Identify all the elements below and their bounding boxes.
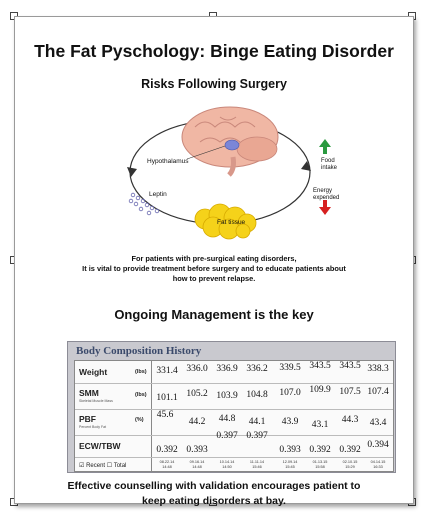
row-sublabel: Skeletal Muscle Mass [79,399,113,403]
fat-tissue-image [194,203,257,240]
legend-recent: Recent [86,463,106,469]
row-label: ECW/TBW [79,441,121,451]
legend-total: Total [113,463,127,469]
value: 0.393 [186,445,208,455]
value: 109.9 [309,385,331,395]
value: 43.9 [281,417,299,427]
management-heading: Ongoing Management is the key [114,307,314,322]
row-unit: (%) [135,417,144,423]
value: 44.2 [188,417,206,427]
value: 0.397 [216,431,238,441]
value: 338.3 [367,364,389,374]
arrow-down-icon [319,200,331,215]
paragraph-line-1: For patients with pre-surgical eating di… [131,254,297,263]
value: 331.4 [156,366,178,376]
paragraph-line-2: It is vital to provide treatment before … [82,264,346,273]
hypothalamus-highlight [224,139,240,151]
value: 44.8 [218,414,236,424]
cycle-arrowhead-top [127,167,137,177]
food-intake-line1: Food [321,158,335,164]
value: 104.8 [246,390,268,400]
value: 339.5 [279,363,301,373]
table-row-ecw-tbw: ECW/TBW 0.392 0.393 0.397 0.397 0.393 0.… [75,431,393,458]
arrow-up-icon [319,139,331,154]
value: 0.394 [367,440,389,450]
table-row-weight: Weight (lbs) 331.4 336.0 336.9 336.2 339… [75,361,393,384]
row-label: Weight [79,367,108,377]
value: 103.9 [216,391,238,401]
row-unit: (lbs) [135,392,147,398]
document-page[interactable]: The Fat Pyschology: Binge Eating Disorde… [14,16,414,507]
value: 107.0 [279,388,301,398]
checkbox-checked-icon: ☑ [79,463,85,469]
body-composition-title: Body Composition History [76,345,202,357]
value: 45.6 [156,410,174,420]
value: 0.397 [246,431,268,441]
value: 343.5 [309,361,331,371]
leptin-label: Leptin [149,191,167,198]
value: 101.1 [156,393,178,403]
section-subtitle: Risks Following Surgery [141,77,287,91]
value: 43.1 [311,420,329,430]
value: 44.1 [248,417,266,427]
table-row-pbf: PBF Percent Body Fat (%) 45.6 44.2 44.8 … [75,409,393,436]
value: 0.392 [156,445,178,455]
food-intake-label: Food intake [321,158,338,171]
page-title: The Fat Pyschology: Binge Eating Disorde… [34,41,394,61]
table-row-smm: SMM Skeletal Muscle Mass (lbs) 101.1 105… [75,383,393,410]
checkbox-empty-icon: ☐ [106,463,113,469]
value: 0.392 [339,445,361,455]
value: 107.5 [339,387,361,397]
row-label: SMM [79,388,99,398]
table-divider [151,361,152,471]
row-label: PBF [79,414,96,424]
value: 107.4 [367,387,389,397]
value: 0.392 [309,445,331,455]
treatment-paragraph: For patients with pre-surgical eating di… [55,254,373,284]
fat-tissue-label: Fat tissue [217,219,246,226]
row-unit: (lbs) [135,369,147,375]
table-legend: ☑ Recent ☐ Total [79,462,126,469]
value: 336.2 [246,364,268,374]
leptin-dots [128,192,160,216]
body-composition-history-panel: Body Composition History Weight (lbs) 33… [67,341,396,473]
footer-text: Effective counselling with validation en… [35,479,393,509]
paragraph-line-3: how to prevent relapse. [172,274,256,283]
value: 0.393 [279,445,301,455]
energy-expended-label: Energy expended [313,188,339,201]
value: 336.0 [186,364,208,374]
value: 43.4 [369,418,387,428]
hypothalamus-label: Hypothalamus [147,158,189,165]
cycle-arrowhead-right [301,161,311,171]
energy-expended-line2: expended [313,195,339,201]
value: 105.2 [186,389,208,399]
brain-image [181,106,279,177]
footer-line-1: Effective counselling with validation en… [67,480,361,492]
row-sublabel: Percent Body Fat [79,425,107,429]
value: 336.9 [216,364,238,374]
value: 44.3 [341,415,359,425]
energy-expended-line1: Energy [313,188,332,194]
food-intake-line2: intake [321,165,338,171]
value: 343.5 [339,361,361,371]
footer-line-2: keep eating disorders at bay. [142,495,286,507]
body-composition-table: Weight (lbs) 331.4 336.0 336.9 336.2 339… [74,360,394,472]
brain-leptin-diagram: Hypothalamus Leptin Fat tissue Food inta… [127,106,339,240]
